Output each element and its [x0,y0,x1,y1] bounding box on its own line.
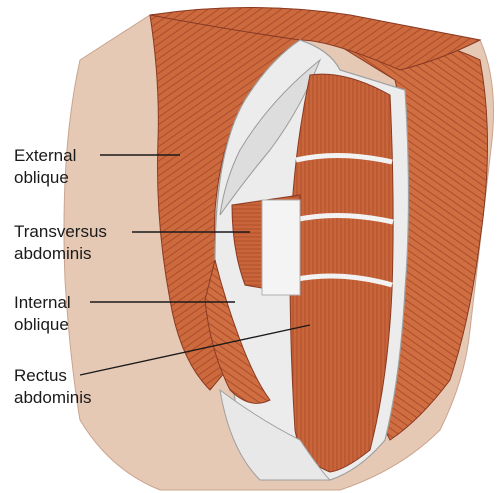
rectus-abdominis-muscle [290,74,393,472]
label-internal-oblique: Internal oblique [14,292,71,336]
label-external-oblique: External oblique [14,145,76,189]
label-rectus-abdominis: Rectus abdominis [14,365,92,409]
transversus-aponeurosis [262,200,300,295]
label-transversus-abdominis: Transversus abdominis [14,221,107,265]
